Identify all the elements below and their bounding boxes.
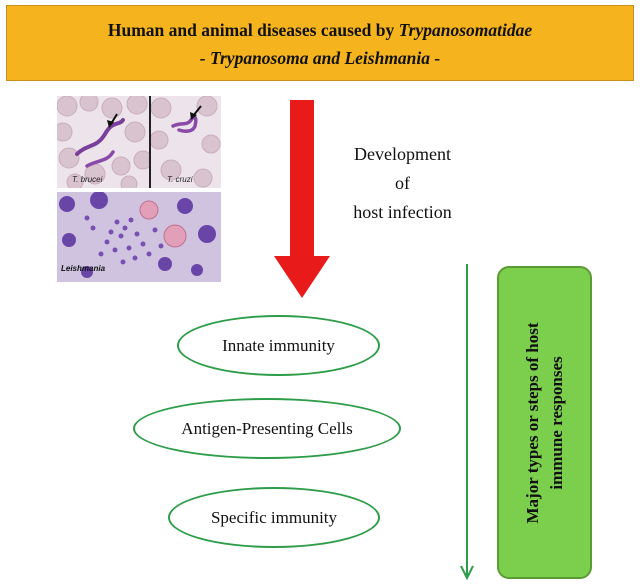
development-line-1: Development <box>330 140 475 169</box>
immune-responses-text: Major types or steps of host immune resp… <box>521 273 569 573</box>
step-antigen-presenting-cells-label: Antigen-Presenting Cells <box>181 419 352 439</box>
step-innate-immunity: Innate immunity <box>177 315 380 376</box>
step-specific-immunity: Specific immunity <box>168 487 380 548</box>
step-antigen-presenting-cells: Antigen-Presenting Cells <box>133 398 401 459</box>
green-down-arrow <box>457 264 477 582</box>
banner-line-2: - Trypanosoma and Leishmania - <box>7 48 633 69</box>
banner-line-1-italic: Trypanosomatidae <box>399 20 533 40</box>
development-line-3: host infection <box>330 198 475 227</box>
label-t-cruzi: T. cruzi <box>167 175 193 184</box>
micrograph-leishmania: Leishmania <box>57 192 221 282</box>
micrograph-t-brucei-image <box>57 96 149 188</box>
banner-line-1: Human and animal diseases caused by Tryp… <box>7 20 633 41</box>
step-innate-immunity-label: Innate immunity <box>222 336 335 356</box>
label-leishmania: Leishmania <box>61 264 105 273</box>
development-text: Development of host infection <box>330 140 475 227</box>
banner-line-1-prefix: Human and animal diseases caused by <box>108 20 399 40</box>
micrograph-t-cruzi: T. cruzi <box>151 96 221 188</box>
red-down-arrow <box>274 100 330 300</box>
micrograph-t-brucei: T. brucei <box>57 96 149 188</box>
step-specific-immunity-label: Specific immunity <box>211 508 337 528</box>
immune-responses-line-2: immune responses <box>545 273 569 573</box>
immune-responses-line-1: Major types or steps of host <box>521 273 545 573</box>
immune-responses-box: Major types or steps of host immune resp… <box>497 266 592 579</box>
development-line-2: of <box>330 169 475 198</box>
title-banner: Human and animal diseases caused by Tryp… <box>6 5 634 81</box>
label-t-brucei: T. brucei <box>72 175 102 184</box>
